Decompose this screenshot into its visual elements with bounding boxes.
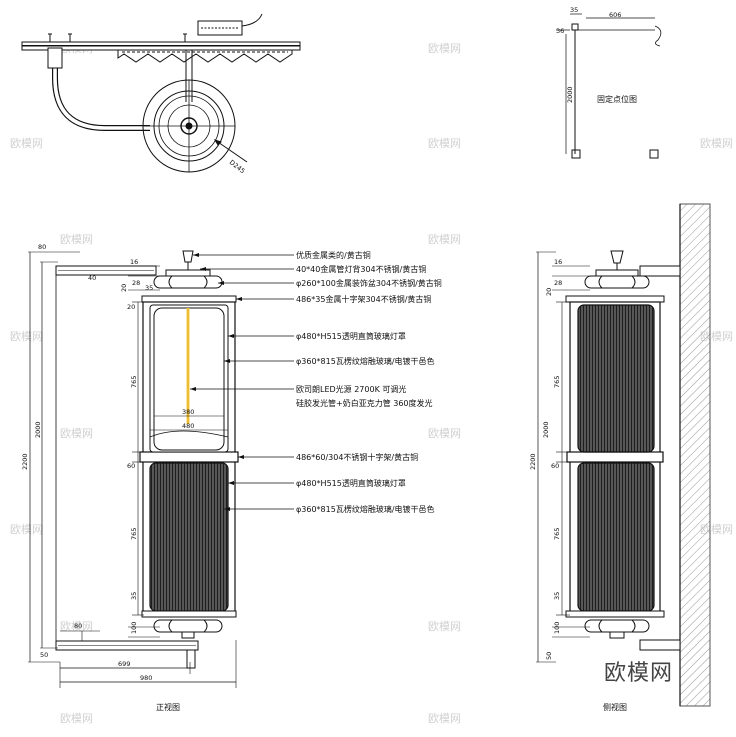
side-view-caption: 侧视图 (603, 702, 627, 712)
watermark-text: 欧模网 (60, 233, 93, 246)
watermark-text: 欧模网 (60, 427, 93, 440)
side-dims: 16 28 20 765 60 765 35 100 50 2200 2000 (529, 258, 562, 660)
annotation-text: φ480*H515透明直筒玻璃灯罩 (296, 478, 406, 488)
annotation-arrows (190, 253, 244, 511)
annotation-list: 优质金属类的/黄古铜 40*40金属管灯背304不锈钢/黄古铜 φ260*100… (296, 250, 442, 514)
watermark-text: 欧模网 (428, 137, 461, 150)
dim-label: 60 (551, 462, 559, 470)
dim-label: 2000 (34, 421, 42, 438)
dim-label: 2200 (529, 453, 537, 470)
side-ribbed-glass-upper (577, 304, 655, 453)
dim-label: 50 (40, 651, 48, 659)
dim-label: 16 (130, 258, 138, 266)
wall-hatch (679, 203, 711, 707)
dim-label: 16 (554, 258, 562, 266)
dim-leader (214, 139, 248, 163)
dim-label: 60 (127, 462, 135, 470)
finial-top (182, 250, 194, 263)
watermark-text: 欧模网 (428, 42, 461, 55)
top-detail (21, 13, 301, 173)
annotation-text: 40*40金属管灯背304不锈钢/黄古铜 (296, 264, 426, 274)
annotation-text: 486*60/304不锈钢十字架/黄古铜 (296, 452, 418, 462)
dim-label: 2000 (566, 86, 574, 103)
front-dims: 80 40 16 28 20 35 20 765 380 480 60 765 … (21, 243, 194, 682)
annotation-leaders (190, 254, 294, 510)
fix-plan-caption: 固定点位图 (597, 94, 637, 104)
driver-box (197, 20, 243, 36)
shade-zigzag (117, 49, 293, 63)
annotation-text: φ480*H515透明直筒玻璃灯罩 (296, 331, 406, 341)
watermark-text: 欧模网 (10, 523, 43, 536)
dim-label: 28 (554, 279, 562, 287)
dim-label: 35 (145, 284, 153, 292)
dim-label: 765 (553, 376, 561, 388)
annotation-text: 优质金属类的/黄古铜 (296, 250, 371, 260)
dim-label: 606 (609, 11, 621, 19)
fix-point (571, 149, 581, 159)
dim-label: 380 (182, 408, 194, 416)
dim-label: 2200 (21, 453, 29, 470)
dim-label: 765 (130, 528, 138, 540)
dim-label: 80 (38, 243, 46, 251)
watermark-text: 欧模网 (60, 712, 93, 725)
cable (241, 13, 263, 27)
dim-label: 100 (553, 622, 561, 634)
dim-label: 80 (74, 622, 82, 630)
arm-mount (47, 47, 63, 69)
annotation-text: 硅胶发光管+奶白亚克力管 360度发光 (296, 398, 433, 408)
watermark-text: 欧模网 (428, 712, 461, 725)
dim-label: 699 (118, 660, 130, 668)
watermark-text: 欧模网 (428, 427, 461, 440)
dim-label: 28 (132, 279, 140, 287)
dim-label: 35 (130, 592, 138, 600)
dim-label: 35 (553, 592, 561, 600)
front-view-caption: 正视图 (156, 702, 180, 712)
fix-plan (556, 13, 662, 159)
ribbed-glass-lower (149, 462, 229, 612)
dim-label: 20 (545, 288, 553, 296)
dim-d245: D245 (228, 158, 247, 175)
dim-label: 765 (130, 376, 138, 388)
annotation-text: 486*35金属十字架304不锈钢/黄古铜 (296, 294, 431, 304)
watermark-text: 欧模网 (428, 233, 461, 246)
wall-bracket-top (639, 265, 681, 277)
top-crossbar (141, 295, 237, 303)
annotation-text: 欧司朗LED光源 2700K 可调光 (296, 384, 406, 394)
watermark-text: 欧模网 (700, 137, 733, 150)
dim-label: 2000 (542, 421, 550, 438)
watermark-text: 欧模网 (10, 330, 43, 343)
middle-crossbar (139, 451, 239, 463)
dim-label: 765 (553, 528, 561, 540)
dim-label: 20 (120, 284, 128, 292)
dim-label: 980 (140, 674, 152, 682)
annotation-text: φ360*815瓦楞纹熔融玻璃/电镀干邑色 (296, 356, 435, 366)
dim-label: 100 (130, 622, 138, 634)
annotation-text: φ360*815瓦楞纹熔融玻璃/电镀干邑色 (296, 504, 435, 514)
dim-label: 20 (127, 303, 135, 311)
watermark-text: 欧模网 (10, 137, 43, 150)
dim-label: 35 (570, 6, 578, 14)
decor-basin-top (153, 275, 223, 289)
watermark-text: 欧模网 (60, 620, 93, 633)
dim-label: 50 (545, 652, 553, 660)
fix-point (649, 149, 659, 159)
side-ribbed-glass-lower (577, 462, 655, 612)
dim-label: 36 (556, 27, 564, 35)
wall-bracket-bottom (639, 639, 681, 651)
decor-basin-bottom (153, 619, 223, 633)
dim-label: 480 (182, 422, 194, 430)
annotation-text: φ260*100金属装饰盆304不锈钢/黄古铜 (296, 278, 442, 288)
watermark-text: 欧模网 (428, 620, 461, 633)
side-view (536, 203, 711, 707)
dim-label: 40 (88, 274, 96, 282)
front-view (28, 250, 239, 688)
site-logo: 欧模网 (604, 661, 673, 686)
